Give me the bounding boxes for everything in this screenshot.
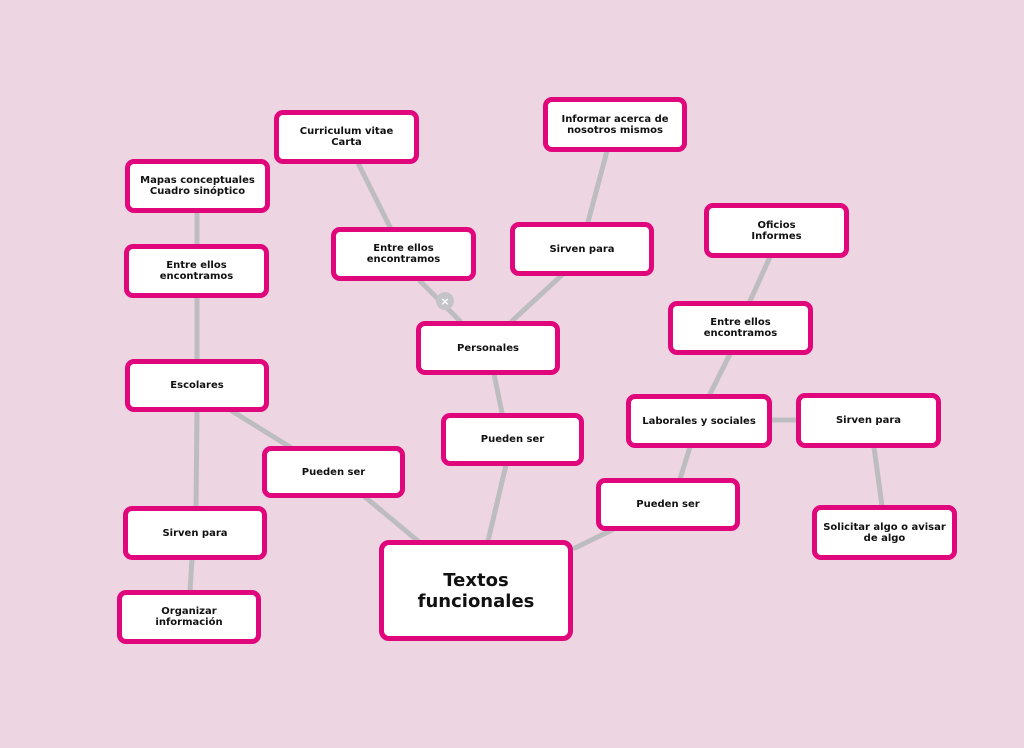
node-pueden-der[interactable]: Pueden ser	[596, 478, 740, 531]
node-escolares[interactable]: Escolares	[125, 359, 269, 412]
node-sirven-personales[interactable]: Sirven para	[510, 222, 654, 276]
node-entre-personales[interactable]: Entre ellos encontramos	[331, 227, 476, 281]
node-entre-laborales[interactable]: Entre ellos encontramos	[668, 301, 813, 355]
connector-line	[509, 272, 565, 324]
connector-line	[747, 254, 773, 304]
connector-line	[485, 462, 509, 544]
connector-line	[491, 371, 505, 416]
node-curriculum[interactable]: Curriculum vitae Carta	[274, 110, 419, 164]
connector-line	[229, 408, 293, 450]
node-root[interactable]: Textos funcionales	[379, 540, 573, 641]
node-sirven-escolares[interactable]: Sirven para	[123, 506, 267, 560]
node-oficios[interactable]: Oficios Informes	[704, 203, 849, 258]
connector-line	[871, 444, 885, 509]
connector-line	[707, 351, 733, 397]
node-pueden-centro[interactable]: Pueden ser	[441, 413, 584, 466]
node-mapas[interactable]: Mapas conceptuales Cuadro sinóptico	[125, 159, 270, 213]
node-sirven-laborales[interactable]: Sirven para	[796, 393, 941, 448]
node-informar[interactable]: Informar acerca de nosotros mismos	[543, 97, 687, 152]
remove-node-button[interactable]: ×	[436, 292, 454, 310]
connector-line	[193, 408, 200, 510]
node-organizar[interactable]: Organizar información	[117, 590, 261, 644]
connector-line	[585, 148, 610, 225]
node-laborales[interactable]: Laborales y sociales	[626, 394, 772, 448]
node-entre-escolares[interactable]: Entre ellos encontramos	[124, 244, 269, 298]
connector-line	[362, 494, 421, 544]
connector-line	[187, 556, 195, 594]
node-pueden-izq[interactable]: Pueden ser	[262, 446, 405, 498]
connector-line	[572, 527, 615, 551]
node-solicitar[interactable]: Solicitar algo o avisar de algo	[812, 505, 957, 560]
node-personales[interactable]: Personales	[416, 321, 560, 375]
connector-line	[355, 160, 393, 230]
connector-line	[677, 444, 693, 482]
